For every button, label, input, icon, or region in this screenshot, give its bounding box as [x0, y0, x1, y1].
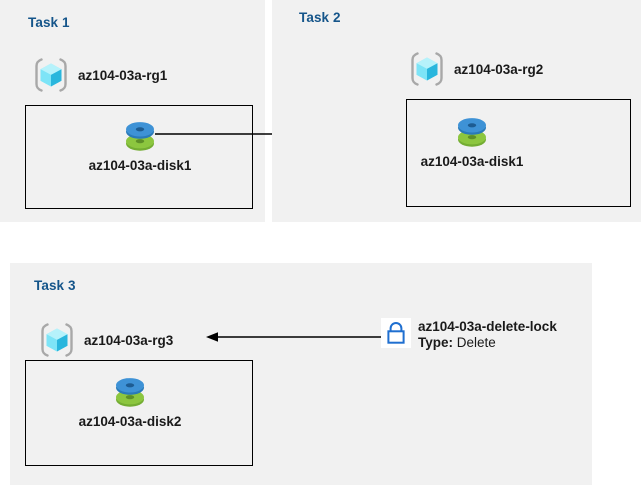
lock-icon: [381, 318, 411, 348]
task-3-title: Task 3: [34, 278, 76, 293]
resource-group-cube-icon: [408, 50, 446, 88]
managed-disk-icon: [116, 378, 144, 407]
resource-group-label: az104-03a-rg1: [78, 67, 168, 83]
delete-lock-type: Type: Delete: [418, 335, 557, 351]
resource-group-task-1: az104-03a-rg1: [32, 56, 167, 94]
panel-task-3: Task 3 az104-03a-rg3: [10, 263, 592, 485]
resource-group-label: az104-03a-rg2: [454, 61, 544, 77]
disk-resource-task-1: az104-03a-disk1: [60, 112, 220, 173]
resource-group-task-3: az104-03a-rg3: [38, 321, 173, 359]
disk-label: az104-03a-disk2: [78, 414, 182, 429]
delete-lock-block: az104-03a-delete-lock Type: Delete: [381, 318, 557, 352]
resource-box-task-3: [25, 360, 253, 466]
resource-group-cube-icon: [32, 56, 70, 94]
panel-task-2: Task 2 az104-03a-rg2: [272, 0, 641, 222]
disk-resource-task-2: az104-03a-disk1: [392, 108, 552, 169]
resource-group-cube-icon: [38, 321, 76, 359]
managed-disk-icon: [126, 122, 154, 151]
task-2-title: Task 2: [299, 10, 341, 25]
lock-type-value: Delete: [456, 335, 496, 351]
resource-group-label: az104-03a-rg3: [84, 332, 174, 348]
resource-box-task-1: [25, 105, 253, 209]
resource-group-task-2: az104-03a-rg2: [408, 50, 543, 88]
task-1-title: Task 1: [28, 15, 70, 30]
delete-lock-arrow: [206, 332, 385, 342]
disk-label: az104-03a-disk1: [420, 154, 524, 169]
disk-label: az104-03a-disk1: [88, 158, 192, 173]
disk-resource-task-3: az104-03a-disk2: [50, 368, 210, 429]
panel-task-1: Task 1 az104-03a-rg1: [0, 0, 265, 222]
managed-disk-icon: [458, 118, 486, 147]
delete-lock-name: az104-03a-delete-lock: [418, 319, 557, 334]
resource-box-task-2: [406, 99, 631, 207]
lock-type-key: Type:: [418, 335, 454, 351]
